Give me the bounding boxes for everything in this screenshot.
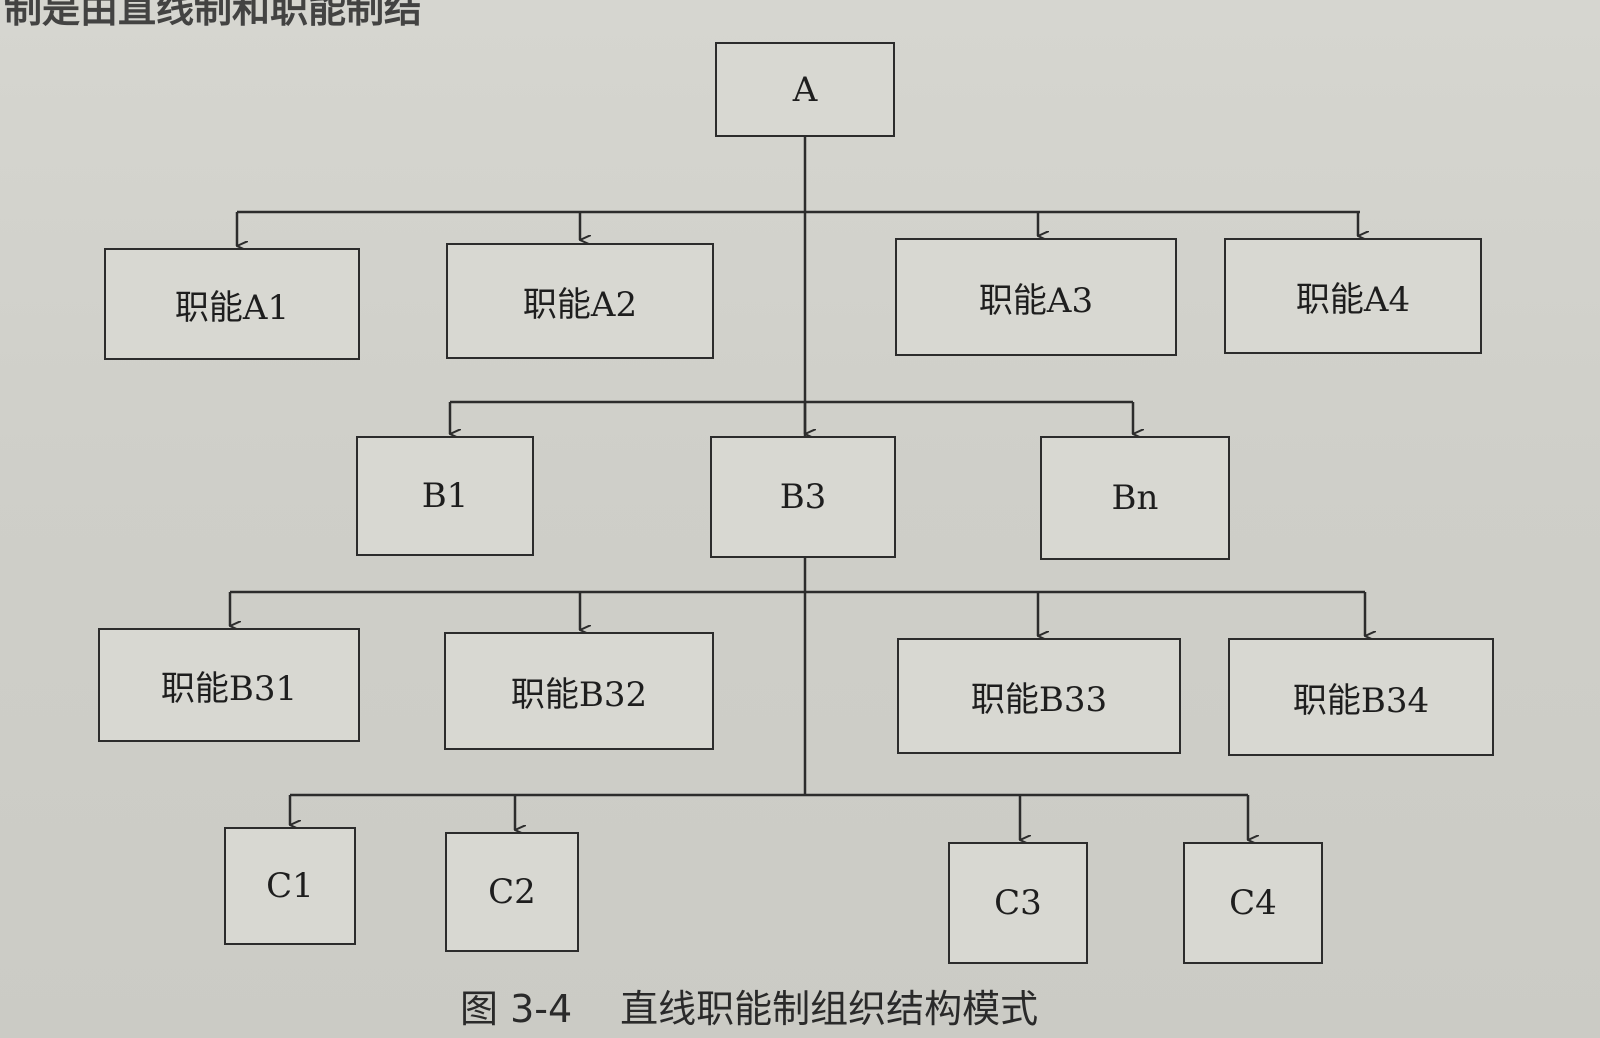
node-function-a2: 职能A2 <box>446 243 714 359</box>
figure-caption: 图 3-4 直线职能制组织结构模式 <box>460 978 1038 1033</box>
node-c4: C4 <box>1183 842 1323 964</box>
figure-number: 图 3-4 <box>460 987 573 1031</box>
node-function-b31: 职能B31 <box>98 628 360 742</box>
node-c3: C3 <box>948 842 1088 964</box>
node-function-b33: 职能B33 <box>897 638 1181 754</box>
node-function-a4: 职能A4 <box>1224 238 1482 354</box>
node-b3: B3 <box>710 436 896 558</box>
node-b1: B1 <box>356 436 534 556</box>
node-a: A <box>715 42 895 137</box>
node-function-b34: 职能B34 <box>1228 638 1494 756</box>
node-function-a3: 职能A3 <box>895 238 1177 356</box>
node-c2: C2 <box>445 832 579 952</box>
preceding-text-fragment: 制是由直线制和职能制结 <box>4 0 423 31</box>
node-function-b32: 职能B32 <box>444 632 714 750</box>
node-c1: C1 <box>224 827 356 945</box>
node-function-a1: 职能A1 <box>104 248 360 360</box>
figure-title: 直线职能制组织结构模式 <box>620 987 1039 1031</box>
node-bn: Bn <box>1040 436 1230 560</box>
